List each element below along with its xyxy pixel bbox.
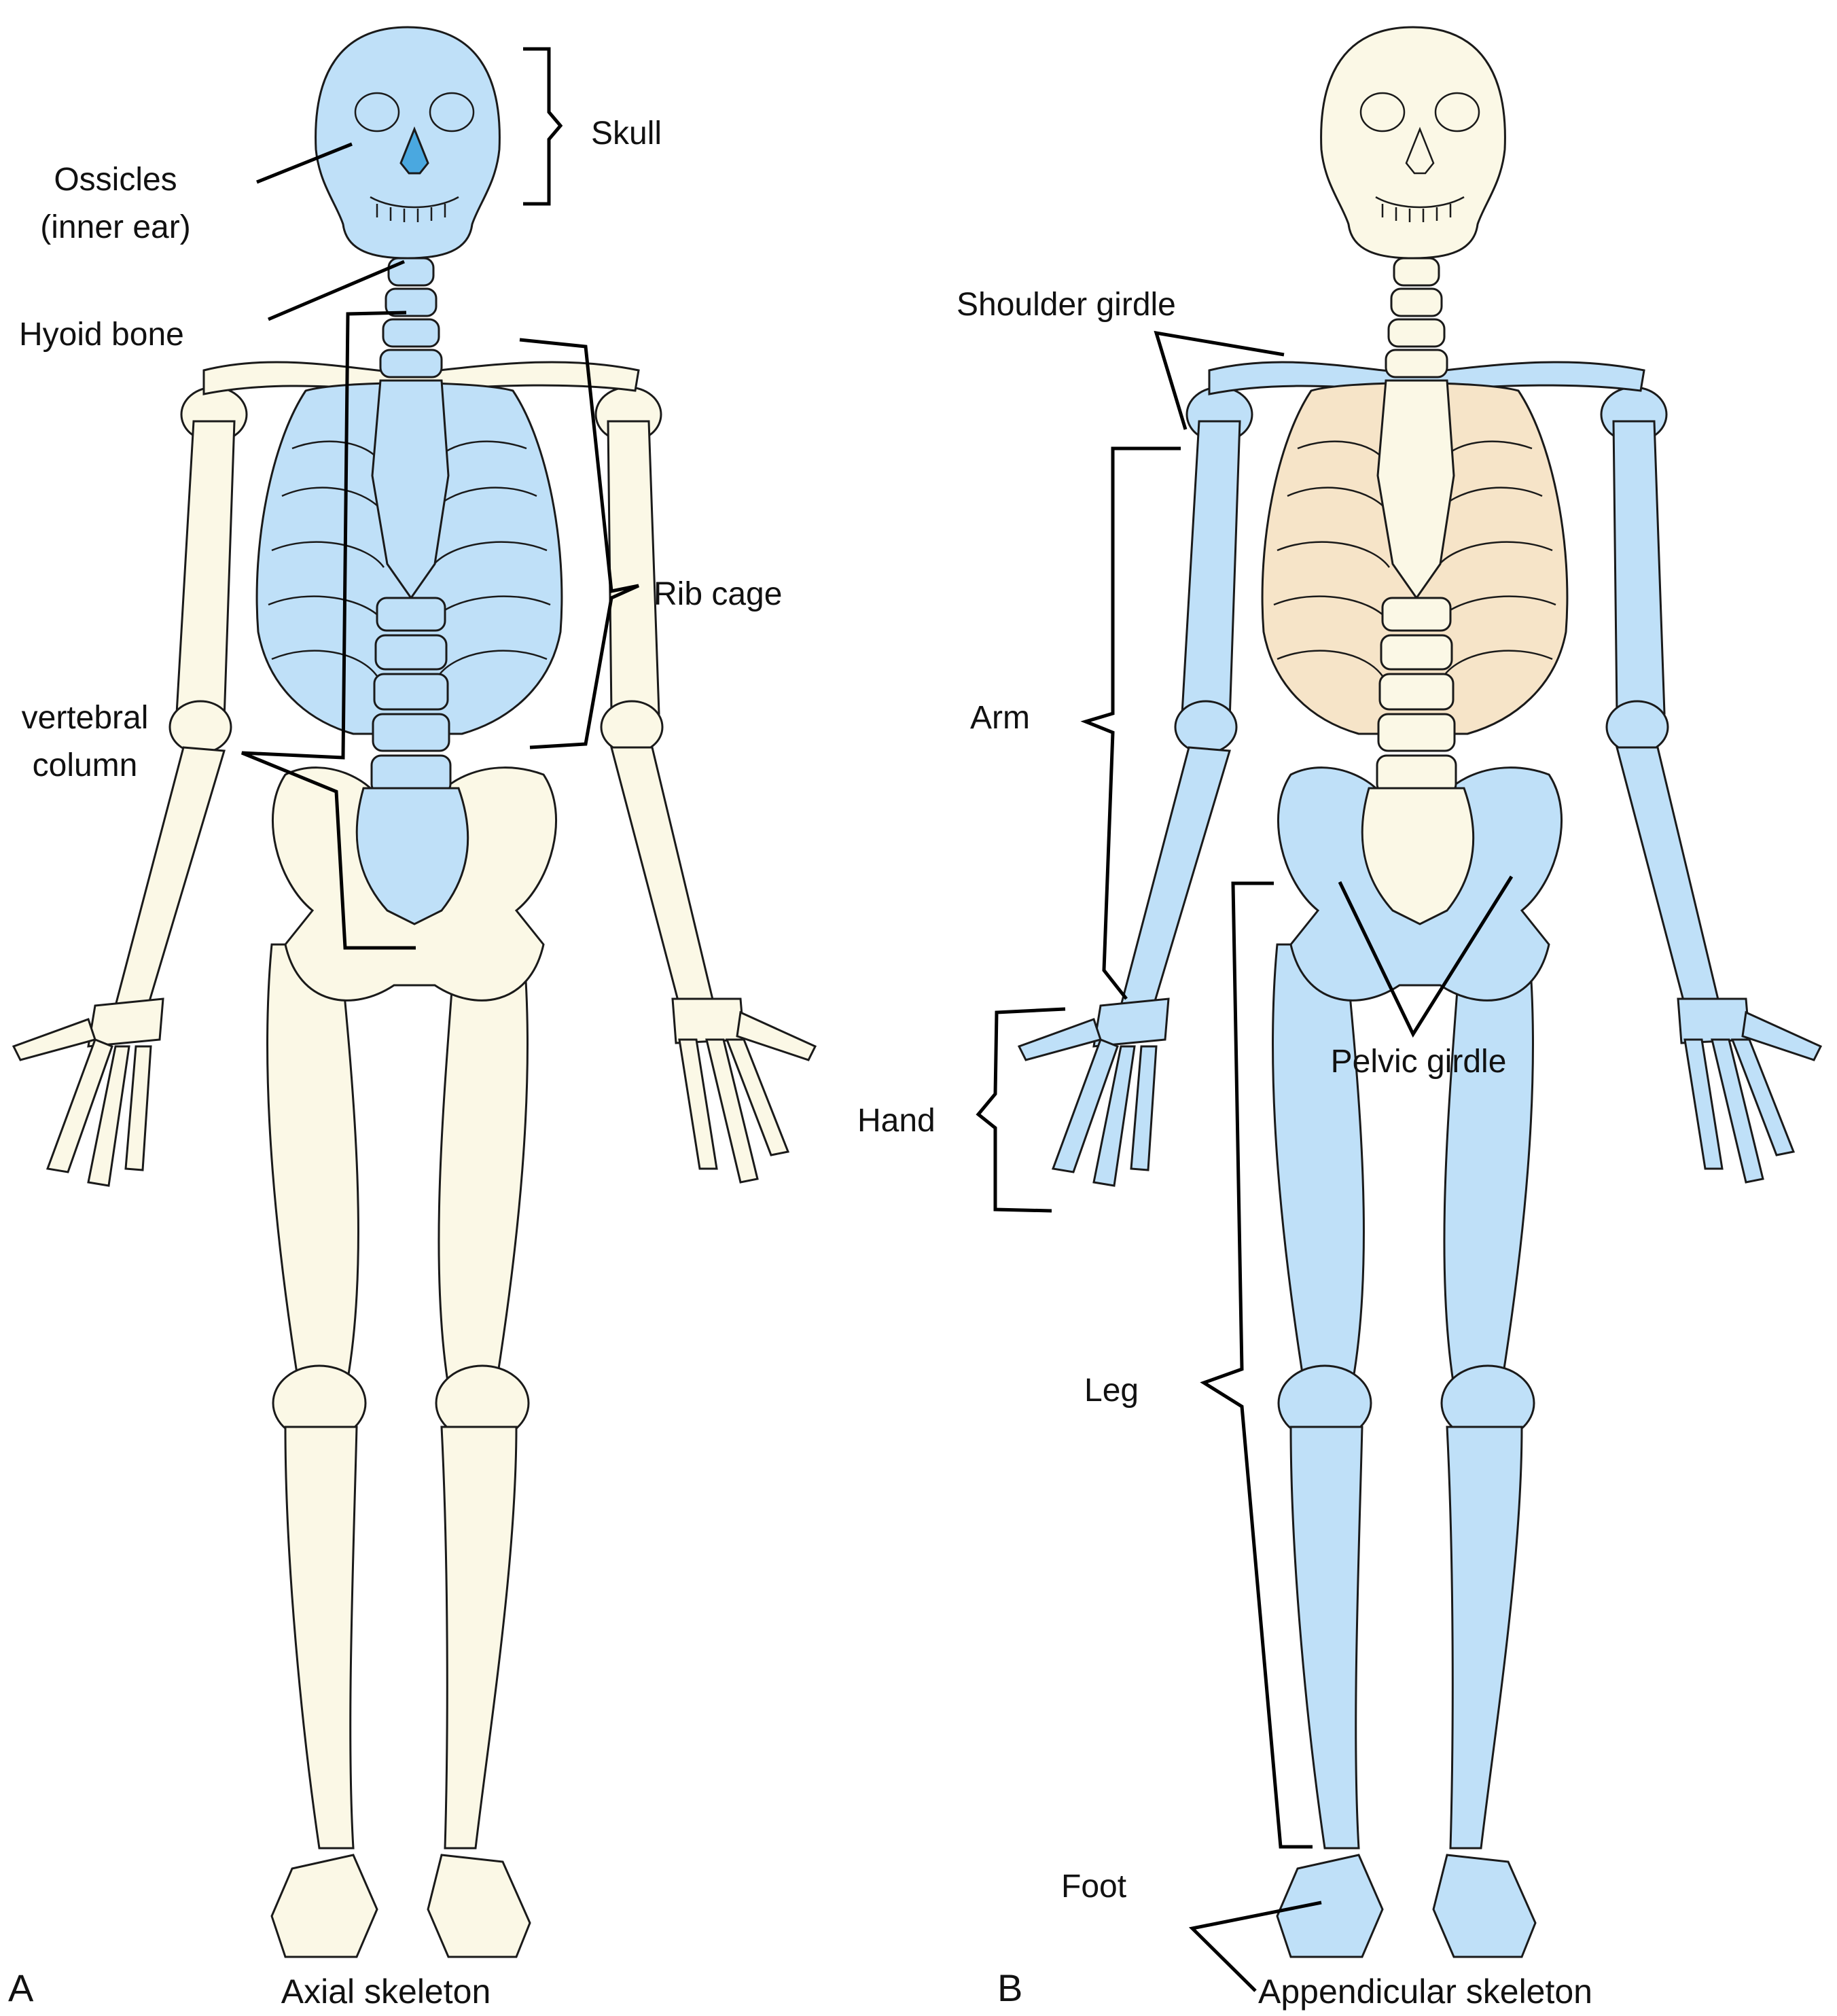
vertebral-column-bracket [241,311,416,950]
label-rib-cage: Rib cage [654,576,782,612]
skeleton-a-nasal-cavity [399,126,429,175]
label-leg: Leg [1084,1373,1139,1409]
skeleton-b-sternum [1376,379,1455,600]
skeleton-a-leg-right [427,943,531,1958]
skeleton-b-leg-left [1272,943,1384,1958]
leg-bracket [1200,881,1313,1849]
panel-b-labels: Shoulder girdle Arm Hand Pelvic girdle L… [857,287,1592,2011]
ossicles-leader [256,142,353,184]
panel-a-leader-lines [241,47,640,950]
panel-a-labels: Skull Ossicles (inner ear) Hyoid bone Ri… [8,116,782,2011]
skeleton-a-skull [315,26,501,260]
caption-appendicular-skeleton: Appendicular skeleton [1258,1973,1592,2011]
axial-skeleton-figure [12,26,817,1958]
skeleton-a-leg-left [266,943,378,1958]
label-ossicles-line1: Ossicles [54,162,177,198]
skull-bracket [523,47,563,206]
hyoid-leader [268,260,405,321]
label-arm: Arm [970,700,1030,736]
appendicular-skeleton-figure [1017,26,1823,1958]
panel-b-leader-lines [976,330,1514,1992]
skeleton-b-leg-right [1432,943,1537,1958]
pelvic-girdle-leader [1338,875,1514,1038]
label-vertebral-line1: vertebral [22,700,149,736]
label-hand: Hand [857,1103,935,1139]
caption-axial-skeleton: Axial skeleton [281,1973,491,2011]
skeleton-a-sternum [371,379,450,600]
label-hyoid-bone: Hyoid bone [19,317,184,353]
panel-letter-a: A [8,1966,34,2009]
foot-leader [1188,1900,1322,1992]
skeleton-a-sacrum [355,787,469,925]
skeleton-a-arm-right [594,386,817,1184]
skeleton-b-skull [1320,26,1506,260]
label-skull: Skull [591,116,662,152]
shoulder-girdle-leader [1154,330,1285,430]
skeleton-b-sacrum [1361,787,1475,925]
hand-bracket [976,1007,1066,1213]
panel-letter-b: B [997,1966,1022,2009]
label-shoulder-girdle: Shoulder girdle [957,287,1176,323]
skeleton-b-arm-left [1017,386,1253,1187]
skeleton-b-arm-right [1600,386,1823,1184]
label-ossicles-line2: (inner ear) [40,209,190,245]
rib-cage-bracket [519,338,640,749]
skeleton-a-arm-left [12,386,248,1187]
label-foot: Foot [1061,1869,1126,1905]
label-pelvic-girdle: Pelvic girdle [1331,1044,1507,1080]
arm-bracket [1080,446,1181,1000]
label-vertebral-line2: column [33,747,138,783]
